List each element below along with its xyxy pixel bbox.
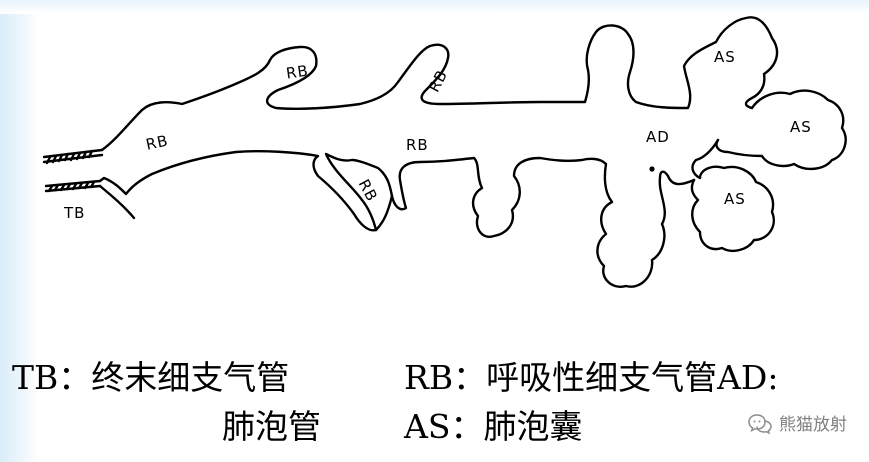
label-rb-top-left: RB	[285, 62, 310, 83]
terminal-bronchiole-walls	[42, 148, 104, 193]
wechat-chat-bubble-icon	[748, 413, 772, 434]
legend-ad-meaning: 肺泡管	[222, 407, 321, 446]
legend-as: AS：肺泡囊	[404, 407, 583, 446]
label-as-bottom: AS	[724, 190, 746, 208]
airway-upper-contour	[100, 16, 779, 152]
airway-lower-contour	[98, 150, 696, 288]
watermark-text: 熊猫放射	[779, 415, 847, 435]
slide-left-gradient-band	[0, 0, 40, 462]
label-tb: TB	[63, 204, 85, 222]
legend-tb: TB：终末细支气管	[12, 358, 290, 397]
watermark: 熊猫放射	[747, 410, 847, 435]
label-rb-top-right: RB	[425, 67, 452, 96]
respiratory-bronchiole-lower-opening	[374, 194, 394, 232]
label-ad: AD	[646, 128, 670, 146]
alveolar-duct-dot	[649, 166, 655, 172]
respiratory-airway-diagram: TB RB RB RB RB RB AD AS AS AS	[42, 16, 847, 288]
label-as-top: AS	[714, 48, 736, 66]
label-as-right: AS	[790, 118, 812, 136]
legend-rb-ad: RB：呼吸性细支气管AD:	[404, 358, 779, 397]
label-rb-middle: RB	[406, 136, 429, 154]
alveolar-sac-right-contour	[715, 89, 847, 171]
alveolar-sac-bottom-contour	[690, 138, 775, 252]
slide-top-gradient-band	[0, 0, 869, 14]
label-rb-lower: RB	[355, 176, 382, 205]
label-rb-left-branch: RB	[144, 131, 170, 153]
terminal-bronchiole-lower-wall	[98, 184, 136, 220]
